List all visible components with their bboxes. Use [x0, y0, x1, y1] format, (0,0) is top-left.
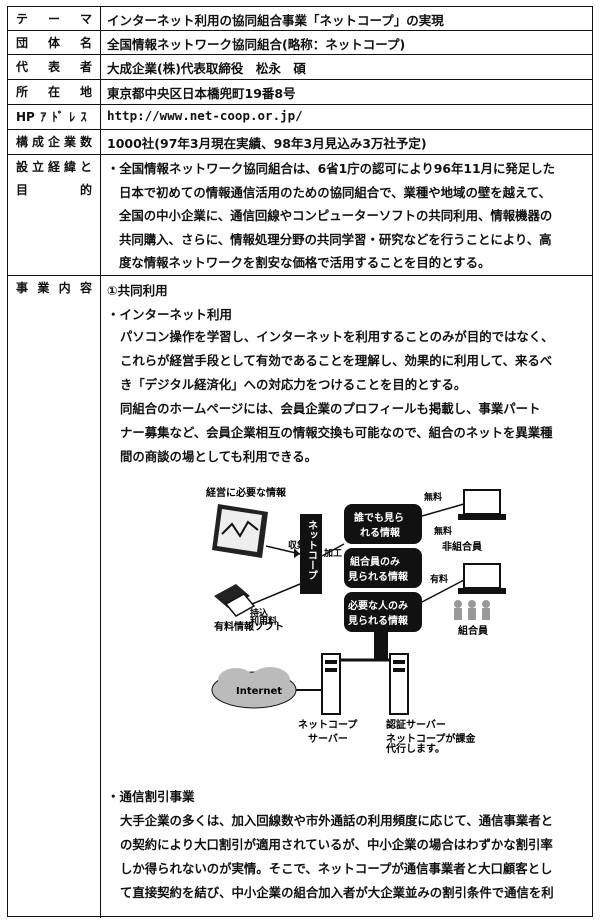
row-representative: 代表者 大成企業(株)代表取締役 松永 碩: [8, 55, 592, 80]
netcoop-diagram: 経営に必要な情報 収集 ネットコープ 加工 持込 利用料 有料情報ソフト: [206, 486, 506, 754]
soft-label: 有料情報ソフト: [214, 620, 284, 633]
info-document-icon: [212, 504, 268, 558]
fee-label: 利用料: [249, 615, 277, 627]
nonmember-label: 非組合員: [442, 540, 482, 553]
label-member-count: 構成企業数: [16, 135, 92, 149]
svg-text:無料: 無料: [424, 491, 442, 503]
process-label: 加工: [323, 547, 342, 559]
internet-use-text: パソコン操作を学習し、インターネットを利用することのみが目的ではなく、 これらが…: [120, 329, 554, 464]
svg-text:ネットコープ: ネットコープ: [298, 718, 358, 731]
process-arrow: [321, 543, 345, 557]
value-theme: インターネット利用の協同組合事業「ネットコープ」の実現: [107, 13, 444, 28]
row-organization: 団体名 全国情報ネットワーク協同組合(略称：ネットコープ): [8, 31, 592, 55]
label-address: 所在地: [16, 85, 92, 99]
row-address: 所在地 東京都中央区日本橋兜町19番8号: [8, 80, 592, 105]
svg-text:代行します。: 代行します。: [385, 742, 445, 754]
value-homepage: http://www.net-coop.or.jp/: [107, 108, 303, 123]
netcoop-vertical-label: ネットコープ: [306, 520, 318, 580]
svg-text:組合員のみ: 組合員のみ: [350, 555, 400, 568]
label-organization: 団体名: [16, 36, 92, 50]
value-address: 東京都中央区日本橋兜町19番8号: [107, 86, 296, 101]
bring-arrow: [251, 583, 301, 605]
label-business: 事業内容: [16, 281, 92, 295]
label-purpose-line2: 目 的: [16, 183, 92, 197]
svg-text:無料: 無料: [434, 525, 452, 537]
purpose-text: ・全国情報ネットワーク協同組合は、6省1庁の認可により96年11月に発足した 日…: [107, 161, 555, 270]
info-layers: [344, 504, 422, 660]
label-purpose-line1: 設立経緯と: [16, 160, 92, 174]
label-theme: テーマ: [16, 12, 92, 26]
discount-heading: ・通信割引事業: [107, 789, 195, 804]
row-theme: テーマ インターネット利用の協同組合事業「ネットコープ」の実現: [8, 7, 592, 31]
row-homepage: HPｱﾄﾞﾚｽ http://www.net-coop.or.jp/: [8, 105, 592, 130]
discount-text: 大手企業の多くは、加入回線数や市外通話の利用頻度に応じて、通信事業者と の契約に…: [120, 813, 554, 900]
info-sheet: テーマ インターネット利用の協同組合事業「ネットコープ」の実現 団体名 全国情報…: [7, 6, 593, 918]
value-representative: 大成企業(株)代表取締役 松永 碩: [107, 61, 306, 76]
bring-label: 持込: [250, 607, 268, 619]
internet-use-heading: ・インターネット利用: [107, 307, 233, 322]
svg-text:誰でも見ら: 誰でも見ら: [354, 511, 404, 524]
svg-text:必要な人のみ: 必要な人のみ: [347, 599, 408, 612]
svg-text:見られる情報: 見られる情報: [347, 614, 409, 627]
row-member-count: 構成企業数 1000社(97年3月現在実績、98年3月見込み3万社予定): [8, 130, 592, 155]
member-people-icon: [454, 600, 490, 620]
business-heading: ①共同利用: [107, 283, 168, 298]
svg-text:サーバー: サーバー: [308, 733, 348, 745]
label-homepage: HPｱﾄﾞﾚｽ: [16, 110, 92, 124]
netcoop-box: [300, 514, 322, 594]
internet-cloud-icon: [211, 667, 297, 709]
netcoop-server-icon: [321, 653, 341, 715]
svg-text:れる情報: れる情報: [360, 526, 401, 539]
row-purpose: 設立経緯と 目 的 ・全国情報ネットワーク協同組合は、6省1庁の認可により96年…: [8, 155, 592, 276]
row-business: 事業内容 ①共同利用 ・インターネット利用 パソコン操作を学習し、インターネット…: [8, 276, 592, 918]
software-icon: [214, 584, 256, 617]
svg-text:認証サーバー: 認証サーバー: [386, 718, 446, 731]
member-label: 組合員: [458, 624, 488, 637]
value-organization: 全国情報ネットワーク協同組合(略称：ネットコープ): [107, 37, 406, 52]
laptop-icon-nonmember: [458, 489, 506, 520]
svg-text:ネットコープが課金: ネットコープが課金: [386, 732, 476, 745]
value-member-count: 1000社(97年3月現在実績、98年3月見込み3万社予定): [107, 136, 427, 151]
laptop-icon-member: [458, 563, 506, 594]
svg-text:有料: 有料: [430, 573, 448, 585]
auth-server-icon: [389, 653, 409, 715]
info-label: 経営に必要な情報: [206, 486, 287, 499]
internet-label: Internet: [236, 686, 282, 697]
label-representative: 代表者: [16, 60, 92, 74]
svg-text:見られる情報: 見られる情報: [347, 570, 409, 583]
